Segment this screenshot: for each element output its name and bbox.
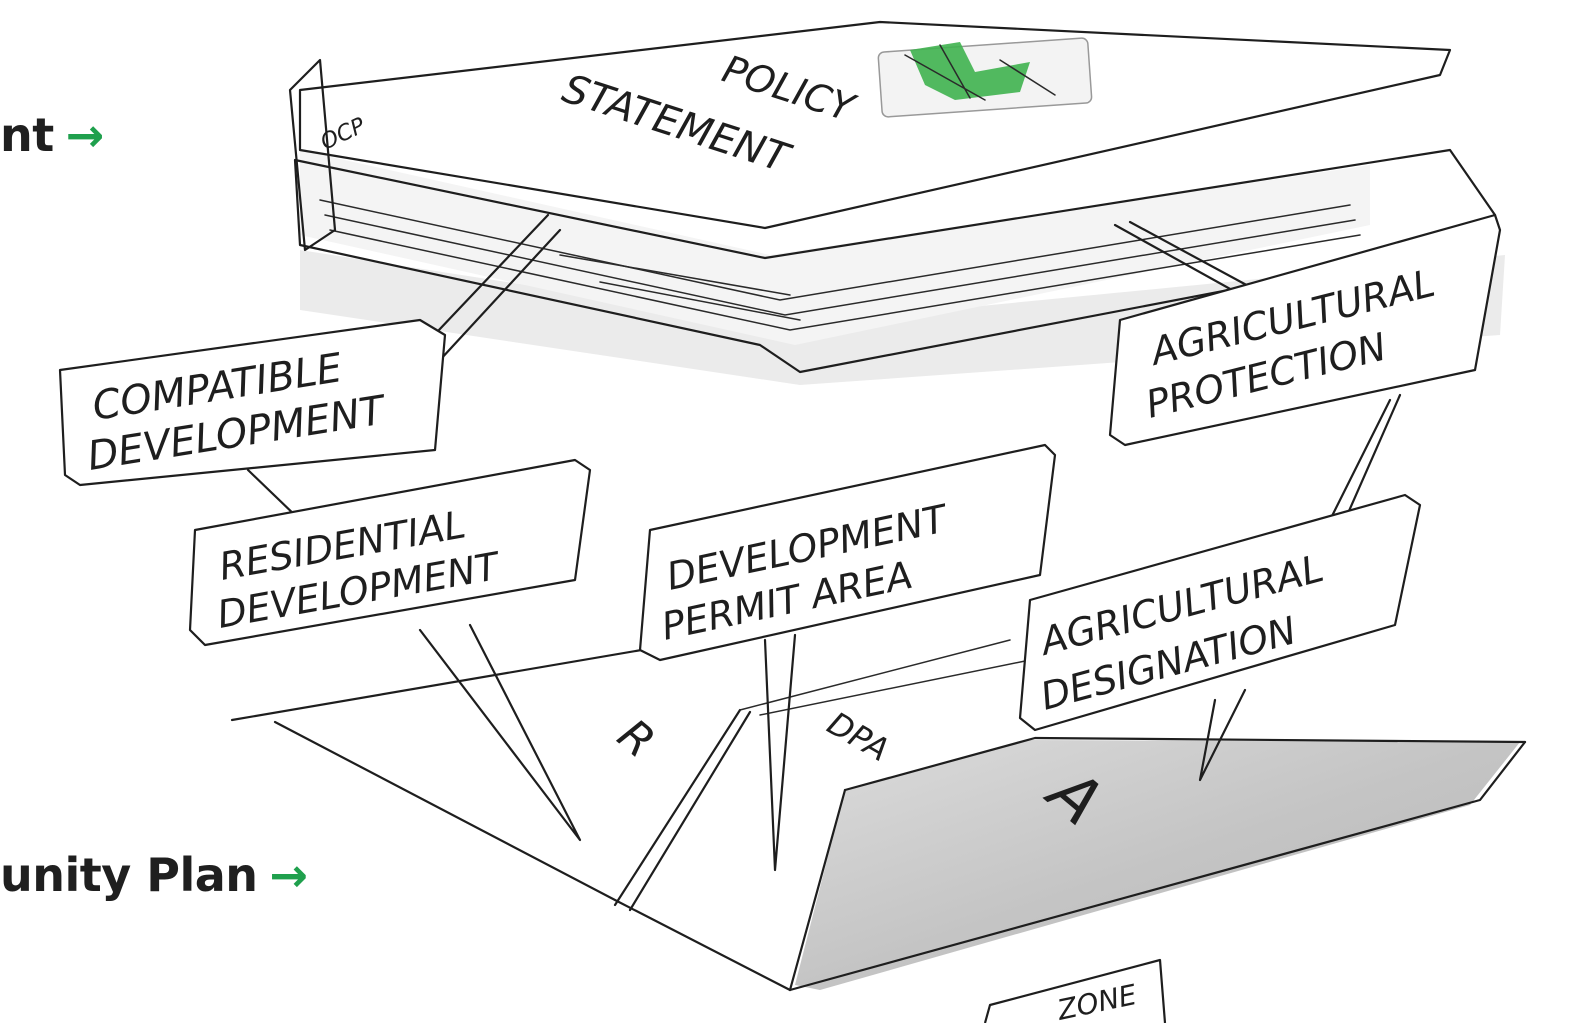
callout-residential-development: RESIDENTIAL DEVELOPMENT [190,460,590,645]
callout-compatible-development: COMPATIBLE DEVELOPMENT [60,320,445,485]
binder-cover-line1: POLICY [717,47,862,131]
callout-agricultural-designation: AGRICULTURAL DESIGNATION [1020,495,1420,730]
base-map: R DPA A ZONE [232,640,1525,1023]
callout-development-permit-area: DEVELOPMENT PERMIT AREA [640,445,1055,660]
